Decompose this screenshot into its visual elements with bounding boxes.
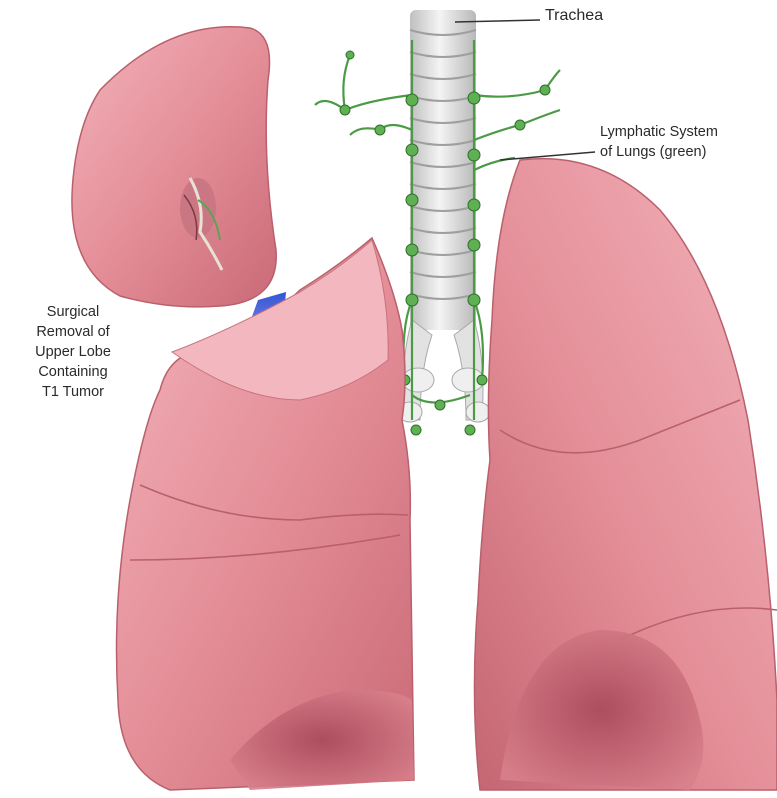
surgical-label-line-5: T1 Tumor xyxy=(14,382,132,402)
lymphatic-label-line-2: of Lungs (green) xyxy=(600,142,718,162)
surgical-label-line-4: Containing xyxy=(14,362,132,382)
right-lung xyxy=(474,159,777,790)
removed-upper-lobe xyxy=(72,27,276,307)
surgical-label-line-1: Surgical xyxy=(14,302,132,322)
lymphatic-label: Lymphatic System of Lungs (green) xyxy=(600,122,718,162)
lymphatic-label-line-1: Lymphatic System xyxy=(600,122,718,142)
surgical-removal-label: Surgical Removal of Upper Lobe Containin… xyxy=(14,302,132,402)
trachea-label: Trachea xyxy=(545,6,603,26)
surgical-label-line-2: Removal of xyxy=(14,322,132,342)
left-lung-remaining xyxy=(117,238,415,790)
surgical-label-line-3: Upper Lobe xyxy=(14,342,132,362)
